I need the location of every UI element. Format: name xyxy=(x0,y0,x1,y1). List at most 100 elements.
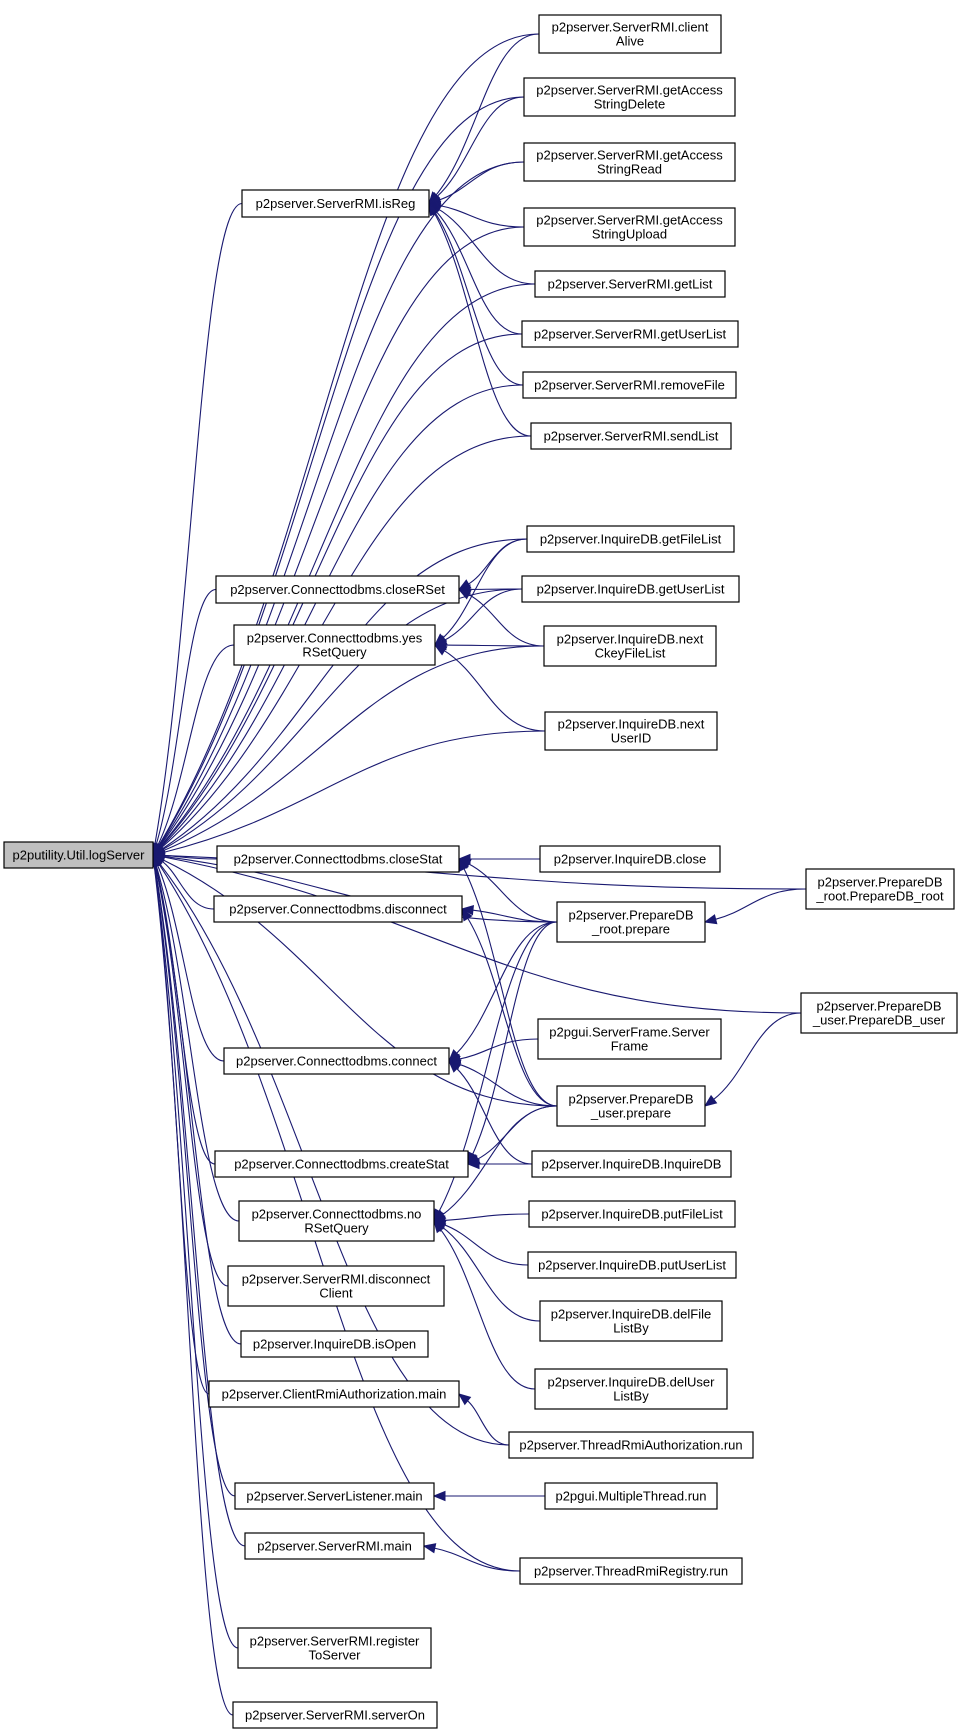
node-label: _root.prepare xyxy=(591,922,670,937)
edge-delFileListBy-to-noRSetQuery xyxy=(432,1220,541,1322)
node-threadRmiRegistryRun[interactable]: p2pserver.ThreadRmiRegistry.run xyxy=(519,1557,743,1585)
node-multipleThreadRun[interactable]: p2pgui.MultipleThread.run xyxy=(544,1482,718,1510)
node-serverOn[interactable]: p2pserver.ServerRMI.serverOn xyxy=(232,1701,438,1729)
node-label: p2pserver.ClientRmiAuthorization.main xyxy=(222,1387,447,1402)
node-label: Frame xyxy=(611,1039,649,1054)
node-label: p2pserver.ServerRMI.getAccess xyxy=(536,83,723,98)
node-label: p2pserver.ThreadRmiRegistry.run xyxy=(534,1564,728,1579)
node-label: p2pserver.Connecttodbms.no xyxy=(252,1207,422,1222)
node-connect[interactable]: p2pserver.Connecttodbms.connect xyxy=(223,1047,450,1075)
node-label: p2pserver.ServerRMI.sendList xyxy=(544,429,719,444)
node-inquireDB[interactable]: p2pserver.InquireDB.InquireDB xyxy=(531,1150,732,1178)
node-label: p2pserver.InquireDB.getFileList xyxy=(540,532,722,547)
edge-clientAlive-to-isReg xyxy=(428,33,540,205)
node-userCtor[interactable]: p2pserver.PrepareDB_user.PrepareDB_user xyxy=(800,992,958,1034)
node-label: p2pserver.ServerRMI.client xyxy=(552,20,709,35)
edge-getList-to-isReg xyxy=(427,202,536,285)
node-idbClose[interactable]: p2pserver.InquireDB.close xyxy=(539,845,721,873)
node-isOpen[interactable]: p2pserver.InquireDB.isOpen xyxy=(240,1330,429,1358)
node-label: p2pserver.ServerRMI.serverOn xyxy=(245,1708,425,1723)
edge-userPrepare-to-closeStat xyxy=(458,857,558,1107)
node-closeRSet[interactable]: p2pserver.Connecttodbms.closeRSet xyxy=(215,575,460,604)
node-label: p2pserver.Connecttodbms.closeRSet xyxy=(230,582,445,597)
node-label: ListBy xyxy=(613,1389,649,1404)
node-sendList[interactable]: p2pserver.ServerRMI.sendList xyxy=(530,422,732,450)
node-label: p2pserver.Connecttodbms.connect xyxy=(236,1054,437,1069)
node-clientRmiMain[interactable]: p2pserver.ClientRmiAuthorization.main xyxy=(208,1380,460,1408)
node-label: CkeyFileList xyxy=(595,646,666,661)
node-label: UserID xyxy=(611,731,651,746)
node-label: p2pserver.InquireDB.getUserList xyxy=(537,582,725,597)
node-label: Alive xyxy=(616,34,644,49)
node-putFileList[interactable]: p2pserver.InquireDB.putFileList xyxy=(528,1200,736,1228)
node-serverRmiMain[interactable]: p2pserver.ServerRMI.main xyxy=(244,1532,425,1560)
node-disconnect[interactable]: p2pserver.Connecttodbms.disconnect xyxy=(213,895,463,923)
node-label: p2pserver.ThreadRmiAuthorization.run xyxy=(519,1438,742,1453)
node-label: p2pserver.Connecttodbms.closeStat xyxy=(234,852,443,867)
node-getList[interactable]: p2pserver.ServerRMI.getList xyxy=(534,270,726,298)
node-label: p2pserver.PrepareDB xyxy=(568,1092,693,1107)
node-label: p2pserver.Connecttodbms.yes xyxy=(247,631,423,646)
edge-inquireDB-to-createStat xyxy=(466,1158,533,1170)
node-serverListenerMain[interactable]: p2pserver.ServerListener.main xyxy=(234,1482,435,1510)
node-label: p2pserver.PrepareDB xyxy=(817,875,942,890)
node-label: p2pserver.ServerRMI.register xyxy=(250,1634,420,1649)
node-rootPrepare[interactable]: p2pserver.PrepareDB_root.prepare xyxy=(556,901,706,943)
node-label: p2pserver.InquireDB.close xyxy=(554,852,706,867)
node-label: p2pserver.ServerRMI.disconnect xyxy=(242,1272,431,1287)
node-threadRmiAuthRun[interactable]: p2pserver.ThreadRmiAuthorization.run xyxy=(508,1431,754,1459)
edge-rootCtor-to-rootPrepare xyxy=(703,888,807,925)
node-removeFile[interactable]: p2pserver.ServerRMI.removeFile xyxy=(522,371,737,399)
node-label: Client xyxy=(319,1286,353,1301)
node-label: ListBy xyxy=(613,1321,649,1336)
node-label: p2pserver.ServerRMI.getUserList xyxy=(534,327,727,342)
node-closeStat[interactable]: p2pserver.Connecttodbms.closeStat xyxy=(216,845,460,873)
edge-rootPrepare-to-disconnect xyxy=(460,905,558,923)
node-getUserList[interactable]: p2pserver.ServerRMI.getUserList xyxy=(521,320,739,348)
edge-getAccessStringUpload-to-isReg xyxy=(427,200,525,228)
node-getAccessStringDelete[interactable]: p2pserver.ServerRMI.getAccessStringDelet… xyxy=(523,77,736,117)
node-layer: p2putility.Util.logServer p2pserver.Serve… xyxy=(3,14,958,1729)
node-label: p2pgui.ServerFrame.Server xyxy=(549,1025,710,1040)
node-getAccessStringUpload[interactable]: p2pserver.ServerRMI.getAccessStringUploa… xyxy=(523,207,736,247)
node-label: p2pserver.ServerRMI.removeFile xyxy=(534,378,725,393)
node-label: p2pserver.ServerRMI.isReg xyxy=(256,196,416,211)
node-label: p2pserver.ServerRMI.getAccess xyxy=(536,213,723,228)
node-userPrepare[interactable]: p2pserver.PrepareDB_user.prepare xyxy=(556,1085,706,1127)
node-label: p2pserver.InquireDB.delUser xyxy=(548,1375,716,1390)
edge-multipleThreadRun-to-serverListenerMain xyxy=(432,1490,546,1502)
node-serverFrame[interactable]: p2pgui.ServerFrame.ServerFrame xyxy=(537,1018,722,1060)
node-label: p2pserver.InquireDB.next xyxy=(558,717,705,732)
edge-delUserListBy-to-noRSetQuery xyxy=(433,1219,536,1390)
node-label: _user.prepare xyxy=(590,1106,671,1121)
node-label: RSetQuery xyxy=(304,1221,369,1236)
node-label: StringRead xyxy=(597,162,662,177)
node-idbGetFileList[interactable]: p2pserver.InquireDB.getFileList xyxy=(526,525,735,553)
node-logServer[interactable]: p2putility.Util.logServer xyxy=(3,841,154,869)
node-label: p2pserver.ServerRMI.main xyxy=(257,1539,412,1554)
node-label: p2pserver.Connecttodbms.disconnect xyxy=(229,902,447,917)
node-label: StringUpload xyxy=(592,227,667,242)
node-label: p2pserver.PrepareDB xyxy=(816,999,941,1014)
node-createStat[interactable]: p2pserver.Connecttodbms.createStat xyxy=(214,1150,469,1178)
node-rootCtor[interactable]: p2pserver.PrepareDB_root.PrepareDB_root xyxy=(805,868,955,910)
edge-getAccessStringDelete-to-isReg xyxy=(428,96,525,205)
node-idbGetUserList[interactable]: p2pserver.InquireDB.getUserList xyxy=(521,575,740,603)
node-isReg[interactable]: p2pserver.ServerRMI.isReg xyxy=(241,189,430,218)
node-label: p2pserver.Connecttodbms.createStat xyxy=(234,1157,449,1172)
node-putUserList[interactable]: p2pserver.InquireDB.putUserList xyxy=(527,1251,737,1279)
edge-threadRmiAuthRun-to-clientRmiMain xyxy=(457,1393,510,1446)
node-label: p2pserver.InquireDB.putFileList xyxy=(541,1207,723,1222)
node-label: p2pserver.InquireDB.isOpen xyxy=(253,1337,416,1352)
